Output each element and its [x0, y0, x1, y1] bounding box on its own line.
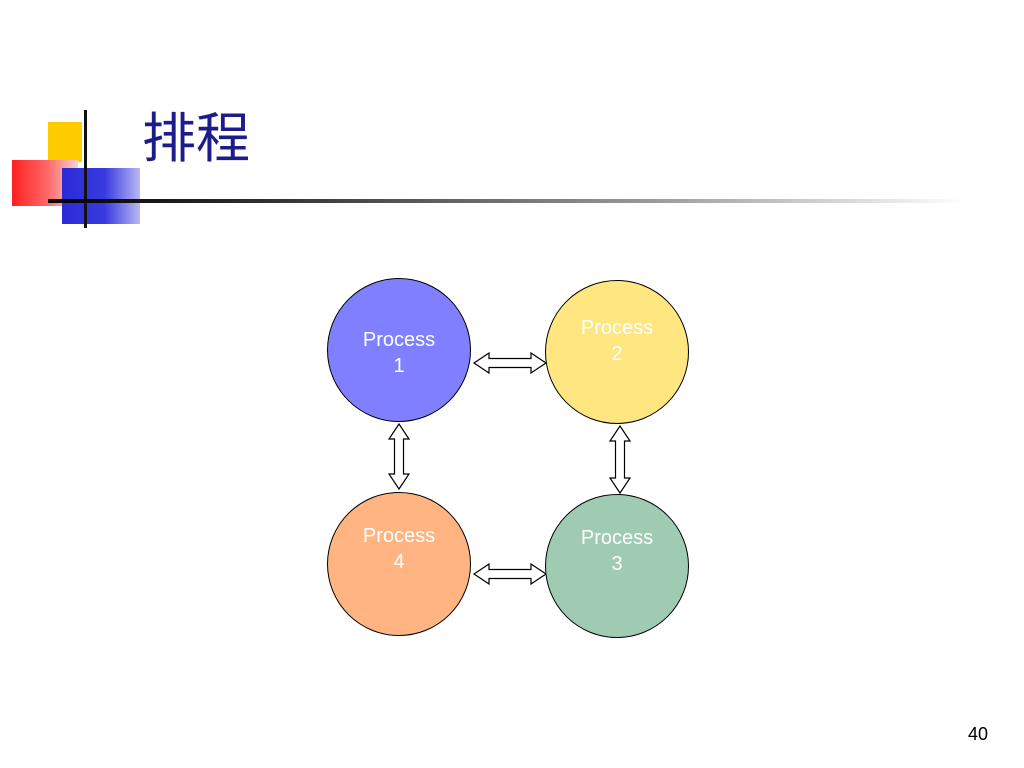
process-1-node: Process 1 [327, 278, 471, 422]
process-2-number: 2 [611, 343, 623, 365]
process-3-number: 3 [611, 553, 623, 575]
process-3-label: Process [580, 527, 654, 549]
process-4-node: Process 4 [327, 492, 471, 636]
process-1-label: Process [362, 329, 436, 351]
logo-vertical-line [84, 110, 87, 228]
arrow-process1-process2 [472, 351, 548, 375]
process-2-node: Process 2 [545, 280, 689, 424]
process-2-label: Process [580, 317, 654, 339]
logo-blue-square [62, 168, 140, 224]
arrow-process4-process3 [472, 562, 548, 586]
arrow-process1-process4 [387, 422, 411, 491]
slide-title: 排程 [142, 107, 250, 170]
process-4-label: Process [362, 525, 436, 547]
page-number: 40 [968, 724, 989, 744]
slide-logo [0, 0, 140, 240]
logo-yellow-square [48, 122, 82, 162]
process-4-number: 4 [393, 551, 405, 573]
process-1-number: 1 [393, 355, 405, 377]
process-3-node: Process 3 [545, 494, 689, 638]
title-underline [48, 199, 968, 203]
arrow-process2-process3 [608, 424, 632, 495]
